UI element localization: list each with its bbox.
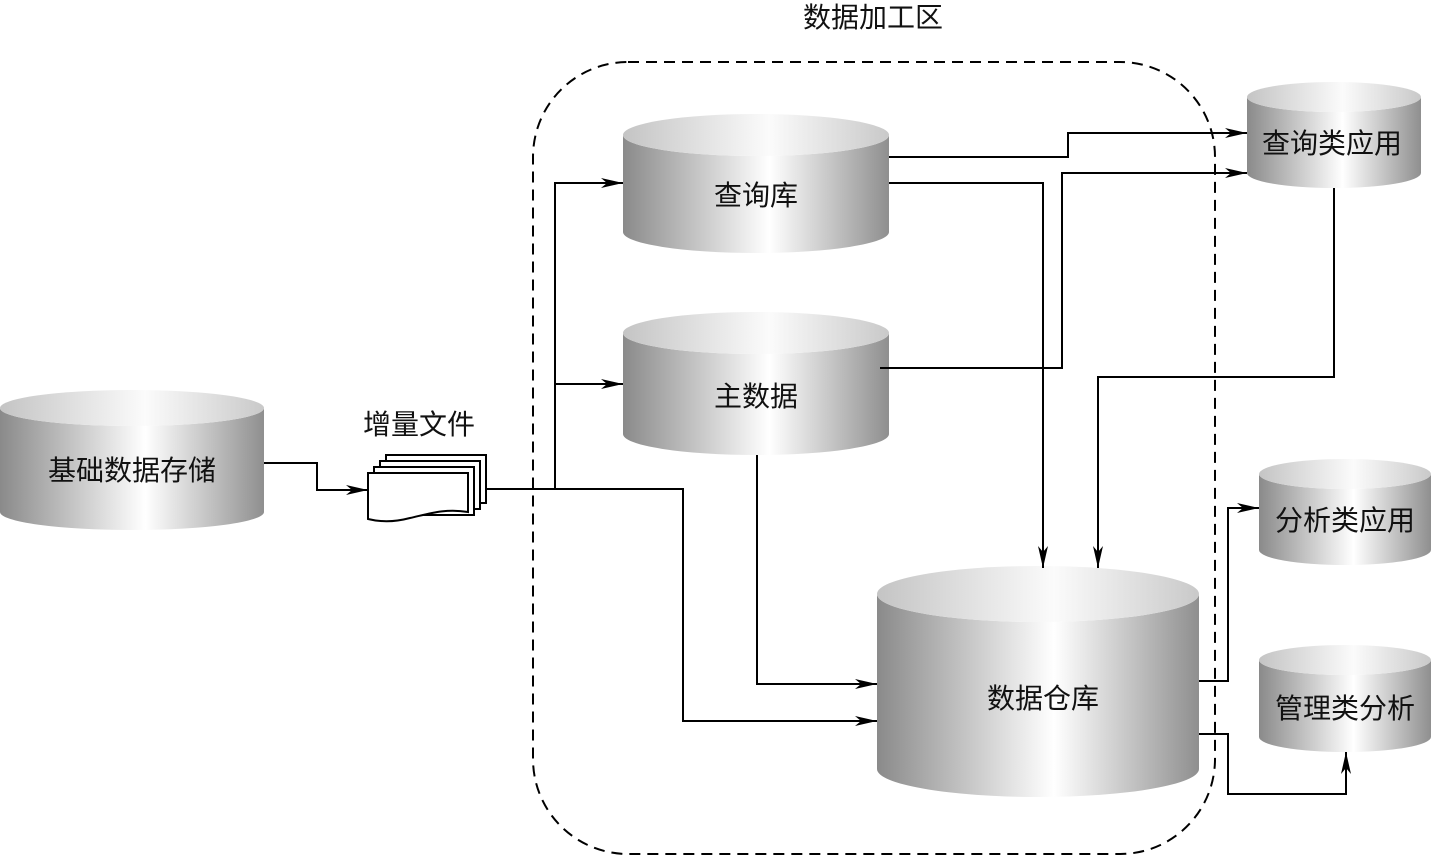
incremental-files-label: 增量文件 xyxy=(363,408,475,441)
query-apps-label: 查询类应用 xyxy=(1262,127,1402,160)
management-analysis-node: 管理类分析 xyxy=(1259,645,1431,752)
connector-master-to-query-apps xyxy=(880,168,1247,369)
data-warehouse-node: 数据仓库 xyxy=(877,566,1199,797)
processing-zone xyxy=(532,61,1216,855)
incremental-files-icon xyxy=(367,454,487,523)
connector-master-to-warehouse xyxy=(756,455,877,689)
connector-files-to-warehouse xyxy=(486,488,877,726)
zone-title: 数据加工区 xyxy=(803,1,943,34)
data-warehouse-label: 数据仓库 xyxy=(987,682,1099,715)
connector-files-to-query-db xyxy=(554,178,623,489)
management-analysis-label: 管理类分析 xyxy=(1275,692,1415,725)
connector-query-apps-to-warehouse xyxy=(1093,188,1335,568)
base-storage-label: 基础数据存储 xyxy=(48,454,216,487)
connector-base-to-files xyxy=(264,462,368,495)
query-apps-node: 查询类应用 xyxy=(1247,82,1421,188)
master-data-label: 主数据 xyxy=(714,380,798,413)
query-db-label: 查询库 xyxy=(714,179,798,212)
connectors xyxy=(264,128,1351,795)
query-db-node: 查询库 xyxy=(623,114,889,253)
connector-warehouse-to-analysis-apps xyxy=(1199,503,1259,682)
analysis-apps-label: 分析类应用 xyxy=(1275,504,1415,537)
connector-warehouse-to-management xyxy=(1199,733,1351,795)
connector-query-db-to-warehouse xyxy=(889,182,1048,568)
analysis-apps-node: 分析类应用 xyxy=(1259,459,1431,565)
base-storage-node: 基础数据存储 xyxy=(0,390,264,530)
connector-query-db-to-query-apps xyxy=(889,128,1247,158)
master-data-node: 主数据 xyxy=(623,312,889,455)
